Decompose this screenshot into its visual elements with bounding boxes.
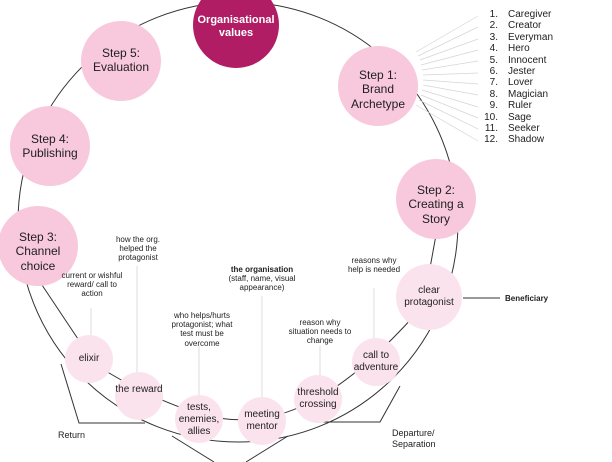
step2-label: Step 2: Creating a Story xyxy=(408,183,464,226)
archetype-list: 1.Caregiver 2.Creator 3.Everyman 4.Hero … xyxy=(484,9,553,146)
organisation-note-sub: (staff, name, visual appearance) xyxy=(228,274,296,293)
tests-enemies-allies-label: tests, enemies, allies xyxy=(178,402,220,437)
step3-circle xyxy=(0,206,78,286)
archetype-item: 7.Lover xyxy=(489,77,534,89)
step1-label: Step 1: Brand Archetype xyxy=(350,68,406,111)
step5-label: Step 5: Evaluation xyxy=(92,46,150,75)
archetype-fan-lines xyxy=(415,15,479,142)
beneficiary-label: Beneficiary xyxy=(505,294,549,303)
clear-protagonist-circle xyxy=(396,264,462,330)
step5-circle xyxy=(81,21,161,101)
return-label: Return xyxy=(58,430,86,440)
step2-circle xyxy=(396,159,476,239)
archetype-item: 6.Jester xyxy=(489,66,536,78)
meeting-mentor-label: meeting mentor xyxy=(244,409,280,432)
departure-bracket xyxy=(320,385,401,423)
step2-connector xyxy=(429,234,437,269)
the-reward-label: the reward xyxy=(115,384,163,395)
the-reward-circle xyxy=(115,372,163,420)
elixir-circle xyxy=(65,335,113,383)
who-helps-note: who helps/hurts protagonist; what test m… xyxy=(171,311,233,348)
meeting-mentor-circle xyxy=(238,397,286,445)
archetype-item: 12.Shadow xyxy=(484,134,545,146)
step3-connector xyxy=(39,281,83,346)
archetype-item: 3.Everyman xyxy=(489,31,554,43)
organisation-note-title: the organisation xyxy=(230,265,294,274)
step4-circle xyxy=(10,106,90,186)
reason-why-threshold-note: reason why situation needs to change xyxy=(288,318,352,346)
departure-label: Departure/ Separation xyxy=(392,428,436,449)
archetype-item: 4.Hero xyxy=(489,43,530,55)
current-reward-note: current or wishful reward/ call to actio… xyxy=(61,271,123,299)
archetype-item: 1.Caregiver xyxy=(489,9,552,20)
elixir-label: elixir xyxy=(78,353,100,364)
bottom-line-left xyxy=(171,435,215,462)
tests-enemies-allies-circle xyxy=(175,395,223,443)
step4-label: Step 4: Publishing xyxy=(22,132,78,161)
reasons-why-note: reasons why help is needed xyxy=(347,256,401,275)
organisational-values-label: Organisational values xyxy=(197,14,275,40)
threshold-crossing-circle xyxy=(294,375,342,423)
archetype-item: 2.Creator xyxy=(489,20,542,32)
call-to-adventure-label: call to adventure xyxy=(353,350,399,373)
archetype-item: 5.Innocent xyxy=(489,54,547,66)
step1-circle xyxy=(338,46,418,126)
clear-protagonist-label: clear protagonist xyxy=(404,285,454,308)
archetype-item: 10.Sage xyxy=(484,111,532,123)
archetype-item: 9.Ruler xyxy=(489,100,532,112)
archetype-item: 11.Seeker xyxy=(484,123,540,135)
how-org-helped-note: how the org. helped the protagonist xyxy=(115,235,161,263)
note-pointer-lines xyxy=(90,266,375,398)
organisational-values-circle xyxy=(193,0,279,68)
step3-label: Step 3: Channel choice xyxy=(15,230,61,273)
call-to-adventure-circle xyxy=(352,338,400,386)
threshold-crossing-label: threshold crossing xyxy=(297,387,339,410)
archetype-item: 8.Magician xyxy=(489,88,549,100)
return-bracket xyxy=(60,363,145,424)
bottom-line-right xyxy=(245,435,289,462)
